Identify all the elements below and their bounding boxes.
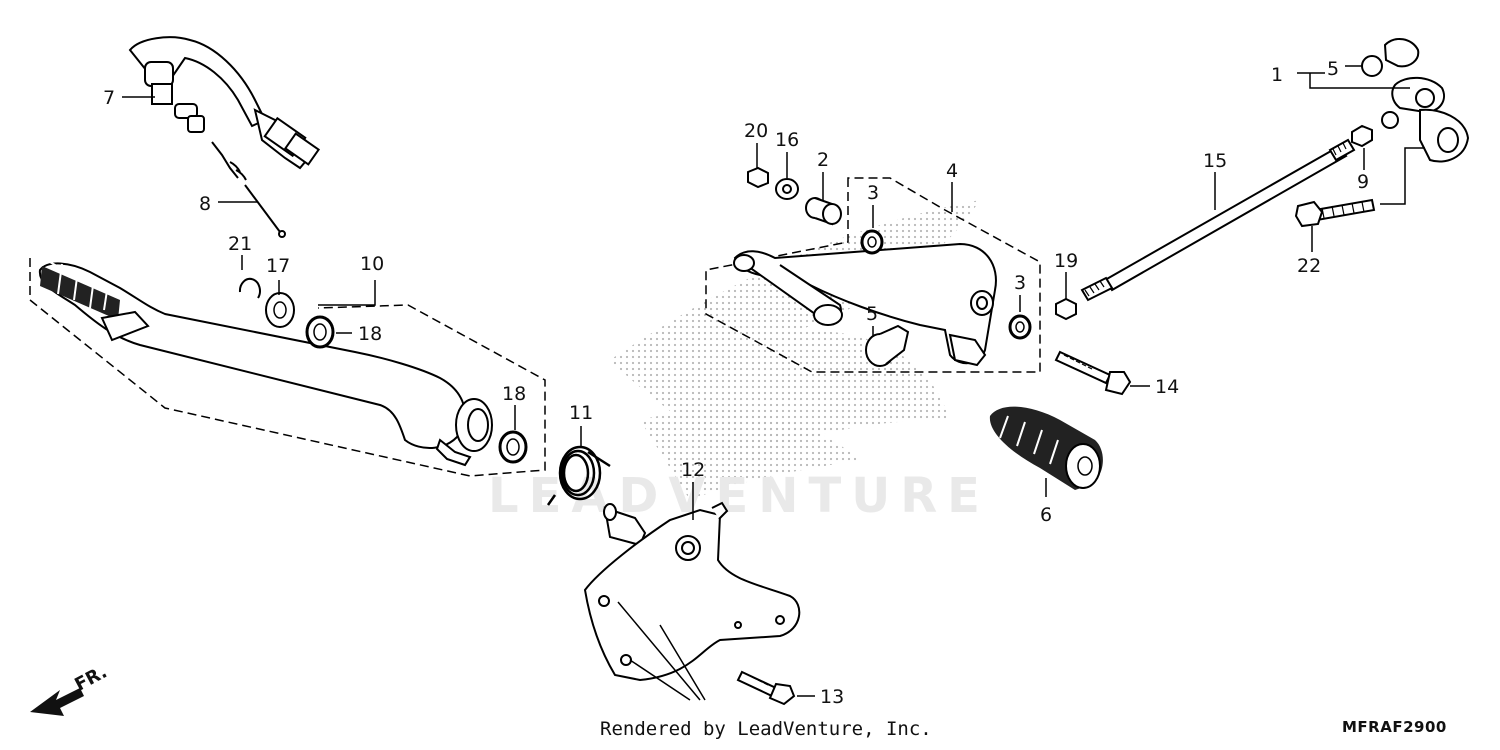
callout-13[interactable]: 13 [820, 686, 844, 708]
callout-22[interactable]: 22 [1297, 255, 1321, 277]
callout-14[interactable]: 14 [1155, 376, 1179, 398]
snap-ring-21[interactable] [238, 277, 261, 299]
callout-15[interactable]: 15 [1203, 150, 1227, 172]
callout-18a[interactable]: 18 [358, 323, 382, 345]
seal-18b-hole [506, 438, 520, 456]
callout-3a[interactable]: 3 [867, 182, 879, 204]
front-arrow-icon [30, 688, 84, 716]
switch-spring[interactable] [211, 141, 286, 238]
footpeg-rubber[interactable] [989, 406, 1103, 490]
link-arm[interactable] [733, 242, 997, 367]
callout-labels: 1 5 7 8 9 10 11 12 13 14 15 16 17 18 18 … [103, 58, 1369, 708]
pedal-group-outline [29, 258, 546, 477]
return-spring[interactable] [546, 445, 611, 506]
washer-17-hole [273, 301, 287, 319]
callout-11[interactable]: 11 [569, 402, 593, 424]
callout-18b[interactable]: 18 [502, 383, 526, 405]
rod-end-5b[interactable] [865, 324, 910, 367]
dust-seal-3a[interactable] [860, 229, 884, 255]
tie-rod[interactable] [1080, 138, 1356, 302]
footer-credit: Rendered by LeadVenture, Inc. [600, 718, 932, 740]
bolt-13[interactable] [736, 670, 796, 706]
callout-21[interactable]: 21 [228, 233, 252, 255]
callout-16[interactable]: 16 [775, 129, 799, 151]
callout-19[interactable]: 19 [1054, 250, 1078, 272]
callout-4[interactable]: 4 [946, 160, 958, 182]
callout-8[interactable]: 8 [199, 193, 211, 215]
diagram-code: MFRAF2900 [1342, 718, 1447, 736]
callout-9[interactable]: 9 [1357, 171, 1369, 193]
washer-16[interactable] [775, 178, 799, 200]
callout-2[interactable]: 2 [817, 149, 829, 171]
callout-20[interactable]: 20 [744, 120, 768, 142]
watermark-logo [610, 200, 980, 500]
nut-20[interactable] [747, 166, 769, 189]
bolt-22[interactable] [1294, 198, 1376, 228]
nut-19[interactable] [1055, 297, 1077, 321]
callout-17[interactable]: 17 [266, 255, 290, 277]
dust-seal-3b[interactable] [1008, 314, 1032, 340]
callout-10[interactable]: 10 [360, 253, 384, 275]
callout-3b[interactable]: 3 [1014, 272, 1026, 294]
seal-18a-hole [313, 323, 327, 341]
callout-7[interactable]: 7 [103, 87, 115, 109]
leader-lines [122, 65, 1425, 701]
callout-1[interactable]: 1 [1271, 64, 1283, 86]
nut-9[interactable] [1351, 124, 1373, 148]
callout-6[interactable]: 6 [1040, 504, 1052, 526]
bolt-14[interactable] [1054, 350, 1132, 396]
callout-5a[interactable]: 5 [1327, 58, 1339, 80]
callout-12[interactable]: 12 [681, 459, 705, 481]
change-pedal[interactable] [38, 261, 493, 467]
rod-end-assembly[interactable] [1361, 38, 1470, 163]
collar-2[interactable] [805, 197, 842, 226]
callout-5b[interactable]: 5 [866, 303, 878, 325]
gear-position-switch[interactable] [128, 36, 321, 170]
pedal-bracket[interactable] [583, 501, 801, 682]
